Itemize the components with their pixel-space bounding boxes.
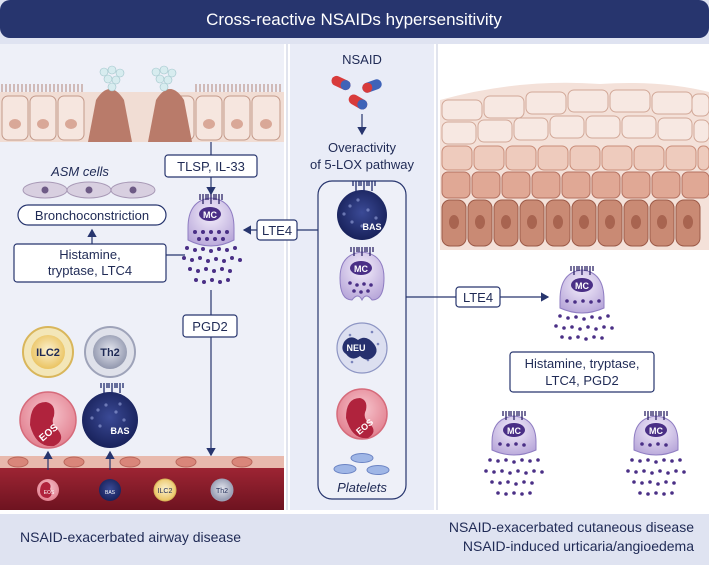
basophil-left: BAS: [82, 383, 138, 448]
mast-cell-right-bottom-left: MC: [484, 411, 544, 496]
mc-label-left: MC: [203, 210, 217, 220]
eosinophil-center: EOS: [336, 388, 388, 440]
airway-epithelium: [0, 65, 284, 142]
th2-label: Th2: [100, 347, 120, 359]
bronchoconstriction-box: [17, 204, 167, 226]
neutrophil: NEU: [336, 322, 388, 374]
header-title: Cross-reactive NSAIDs hypersensitivity: [206, 10, 502, 29]
mast-cell-right-bottom-right: MC: [626, 411, 686, 496]
mc-label-right-br: MC: [649, 426, 663, 436]
vessel-ilc2: ILC2: [153, 478, 177, 502]
footer-left: NSAID-exacerbated airway disease: [20, 529, 241, 545]
footer-bar: [0, 514, 709, 560]
ilc2-cell: ILC2: [22, 326, 74, 378]
vessel-bas-label: BAS: [105, 490, 116, 496]
vessel-th2: Th2: [210, 478, 234, 502]
mediators-box-left: [13, 243, 167, 283]
eosinophil-left: EOS: [19, 391, 77, 449]
lte4-label-right: LTE4: [463, 290, 493, 305]
tlsp-il33-box: [164, 154, 258, 178]
vessel-th2-label: Th2: [216, 488, 228, 495]
overactivity-line2: of 5-LOX pathway: [310, 157, 415, 172]
pgd2-label: PGD2: [192, 319, 227, 334]
mc-label-right-bl: MC: [507, 426, 521, 436]
ilc2-label: ILC2: [36, 347, 60, 359]
platelets-label: Platelets: [337, 480, 387, 495]
lte4-box-right: [455, 286, 501, 308]
overactivity-line1: Overactivity: [328, 140, 396, 155]
nsaid-pills: [331, 75, 382, 110]
mediators-right-line2: LTC4, PGD2: [545, 373, 618, 388]
footer-right-line2: NSAID-induced urticaria/angioedema: [463, 538, 694, 554]
mast-cell-left: MC: [182, 194, 242, 284]
mediators-left-line1: Histamine,: [59, 247, 120, 262]
th2-cell: Th2: [84, 326, 136, 378]
neu-label: NEU: [346, 343, 365, 353]
asm-cells-label: ASM cells: [50, 164, 109, 179]
header-bar: [0, 0, 709, 38]
nsaid-label: NSAID: [342, 52, 382, 67]
mast-cell-center: MC: [339, 247, 385, 302]
vessel-eos-label: EOS: [44, 490, 55, 496]
bas-label-left: BAS: [110, 426, 129, 436]
bronchoconstriction-label: Bronchoconstriction: [35, 208, 149, 223]
mediators-box-right: [509, 351, 655, 393]
mc-label-center: MC: [354, 264, 368, 274]
asm-cells: [22, 181, 156, 199]
lte4-label-left: LTE4: [262, 223, 292, 238]
skin-tissue: [440, 82, 709, 250]
lte4-box-left: [256, 219, 298, 241]
mediators-left-line2: tryptase, LTC4: [48, 263, 132, 278]
vessel-bas: BAS: [99, 479, 121, 501]
footer-right-line1: NSAID-exacerbated cutaneous disease: [449, 519, 694, 535]
vessel-ilc2-label: ILC2: [158, 488, 173, 495]
mast-cell-right-top: MC: [554, 266, 614, 341]
vessel-eos: EOS: [37, 479, 59, 501]
pgd2-box: [182, 314, 238, 338]
platelets: [333, 453, 390, 475]
blood-vessel: [0, 456, 284, 510]
mc-label-right-top: MC: [575, 281, 589, 291]
tlsp-il33-label: TLSP, IL-33: [177, 159, 245, 174]
basophil-center: BAS: [337, 181, 387, 240]
mediators-right-line1: Histamine, tryptase,: [525, 356, 640, 371]
bas-label-center: BAS: [362, 222, 381, 232]
